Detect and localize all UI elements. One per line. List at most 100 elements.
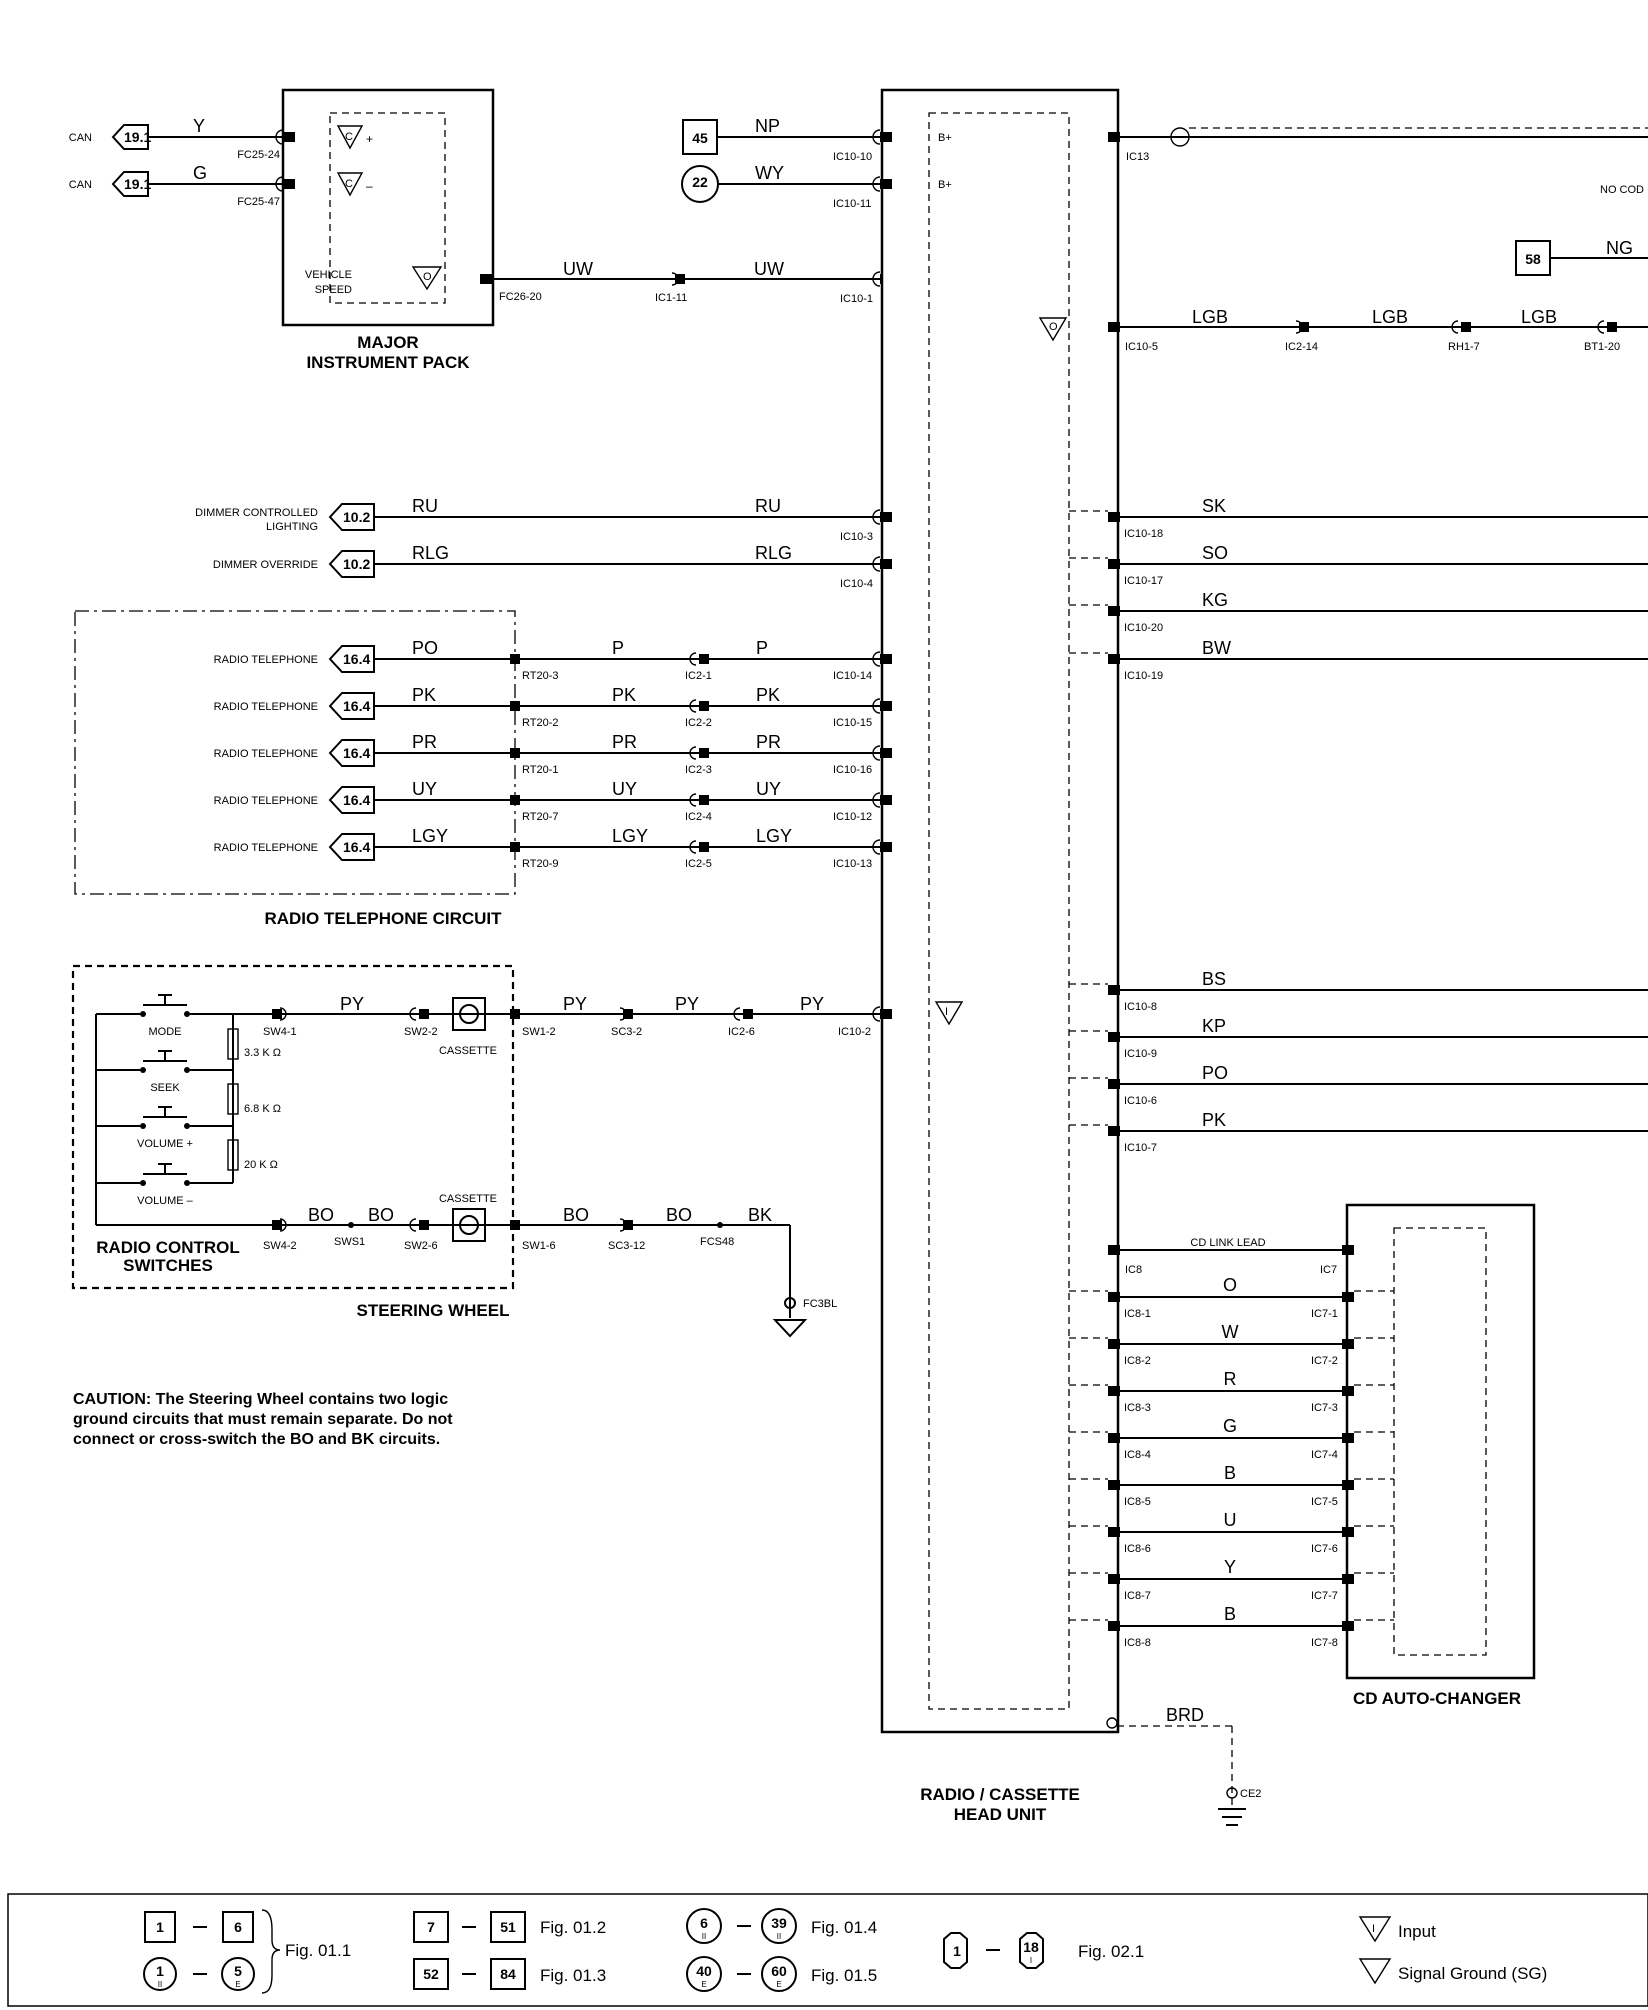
contact (184, 1067, 190, 1073)
connector (1108, 1480, 1120, 1490)
connector (1108, 1292, 1120, 1302)
pin-label: IC10-14 (833, 670, 872, 682)
wire-label: LGB (1192, 307, 1228, 327)
resistor: 3.3 K Ω (227, 1028, 281, 1060)
instrument-pack-title-1: MAJOR (357, 333, 418, 352)
cassette-label: CASSETTE (439, 1193, 497, 1205)
legend-ref: 6 (234, 1919, 242, 1935)
pin-label: IC8 (1125, 1264, 1142, 1276)
wire-label: PR (612, 732, 637, 752)
connector (699, 701, 709, 711)
connector (1108, 606, 1120, 616)
legend-ref: 18 (1023, 1939, 1039, 1955)
wire-label: PY (340, 994, 364, 1014)
instrument-pack: C+ C– VEHICLE SPEED O MAJOR INSTRUMENT P… (281, 88, 495, 372)
head-unit-title-1: RADIO / CASSETTE (920, 1785, 1080, 1804)
wire-label: Y (193, 116, 205, 136)
legend-ground: Signal Ground (SG) (1398, 1964, 1547, 1983)
input-icon (1358, 1916, 1392, 1943)
pin-label: IC10-19 (1124, 670, 1163, 682)
pin-label: RT20-7 (522, 811, 558, 823)
wire-label: UY (756, 779, 781, 799)
connector (1342, 1292, 1354, 1302)
instrument-pack-title-2: INSTRUMENT PACK (306, 353, 470, 372)
phone-label: RADIO TELEPHONE (214, 842, 318, 854)
connector (1108, 559, 1120, 569)
pin-label: IC2-14 (1285, 341, 1318, 353)
legend-ref: 1 (156, 1919, 164, 1935)
wire-label: Y (1224, 1557, 1236, 1577)
wire-label: LGB (1372, 307, 1408, 327)
caution-line: CAUTION: The Steering Wheel contains two… (73, 1391, 448, 1408)
connector (1108, 654, 1120, 664)
svg-text:+: + (366, 132, 373, 146)
legend-fig: Fig. 01.5 (811, 1966, 877, 1985)
legend-ref: 7 (427, 1919, 435, 1935)
button-label: MODE (149, 1026, 182, 1038)
wire-label: W (1222, 1322, 1239, 1342)
connector (699, 748, 709, 758)
switch-row: VOLUME – (96, 1163, 233, 1207)
pin-label: IC13 (1126, 151, 1149, 163)
wire-label: BRD (1166, 1705, 1204, 1725)
legend-sub: E (235, 1980, 240, 1989)
bplus-label: B+ (938, 132, 952, 144)
dimmer-label: DIMMER OVERRIDE (213, 559, 318, 571)
pin-label: IC10-7 (1124, 1142, 1157, 1154)
power-inputs: 45 NP IC10-10 22 WY IC10-11 (681, 116, 892, 210)
pin-label: IC8-8 (1124, 1637, 1151, 1649)
legend-ref: 1 (953, 1943, 961, 1959)
wire-label: NP (755, 116, 780, 136)
no-code-note: NO COD (1600, 184, 1644, 196)
legend-sub: II (777, 1932, 781, 1941)
wire-label: BK (748, 1205, 772, 1225)
svg-text:C: C (345, 178, 353, 190)
phone-circuit-title: RADIO TELEPHONE CIRCUIT (264, 909, 502, 928)
legend-ref: 40 (696, 1963, 712, 1979)
ref-tag: 16.4 (343, 745, 370, 761)
ref-box: 58 (1525, 251, 1541, 267)
pin-label: IC10-5 (1125, 341, 1158, 353)
wire-label: BO (308, 1205, 334, 1225)
wire-label: PR (412, 732, 437, 752)
phone-circuit: RADIO TELEPHONE CIRCUIT RADIO TELEPHONE 1… (74, 610, 892, 928)
button-label: VOLUME + (137, 1138, 193, 1150)
legend-ref: 39 (771, 1915, 787, 1931)
pin-label: IC10-10 (833, 151, 872, 163)
pin-label: FC25-24 (237, 149, 280, 161)
svg-text:O: O (423, 271, 432, 283)
pin-label: IC8-6 (1124, 1543, 1151, 1555)
wire-label: LGB (1521, 307, 1557, 327)
connector (872, 792, 881, 808)
pin-label: SC3-12 (608, 1240, 645, 1252)
wire-label: BW (1202, 638, 1231, 658)
legend-fig: Fig. 01.3 (540, 1966, 606, 1985)
ref-tag: 16.4 (343, 698, 370, 714)
pin-label: IC2-2 (685, 717, 712, 729)
pin-label: IC10-9 (1124, 1048, 1157, 1060)
connector (1108, 1032, 1120, 1042)
pin-label: IC8-4 (1124, 1449, 1151, 1461)
connector (1342, 1621, 1354, 1631)
legend-ref: 1 (156, 1963, 164, 1979)
pin-label: IC8-2 (1124, 1355, 1151, 1367)
wire-label: B (1224, 1463, 1236, 1483)
dimmer-label: LIGHTING (266, 521, 318, 533)
wire-label: G (1223, 1416, 1237, 1436)
connector (510, 842, 520, 852)
cd-changer-title: CD AUTO-CHANGER (1353, 1689, 1521, 1708)
ref-tag: 16.4 (343, 839, 370, 855)
wire-label: P (756, 638, 768, 658)
ic13-line: IC13 NO COD (1108, 127, 1648, 196)
pin-label: FC26-20 (499, 291, 542, 303)
